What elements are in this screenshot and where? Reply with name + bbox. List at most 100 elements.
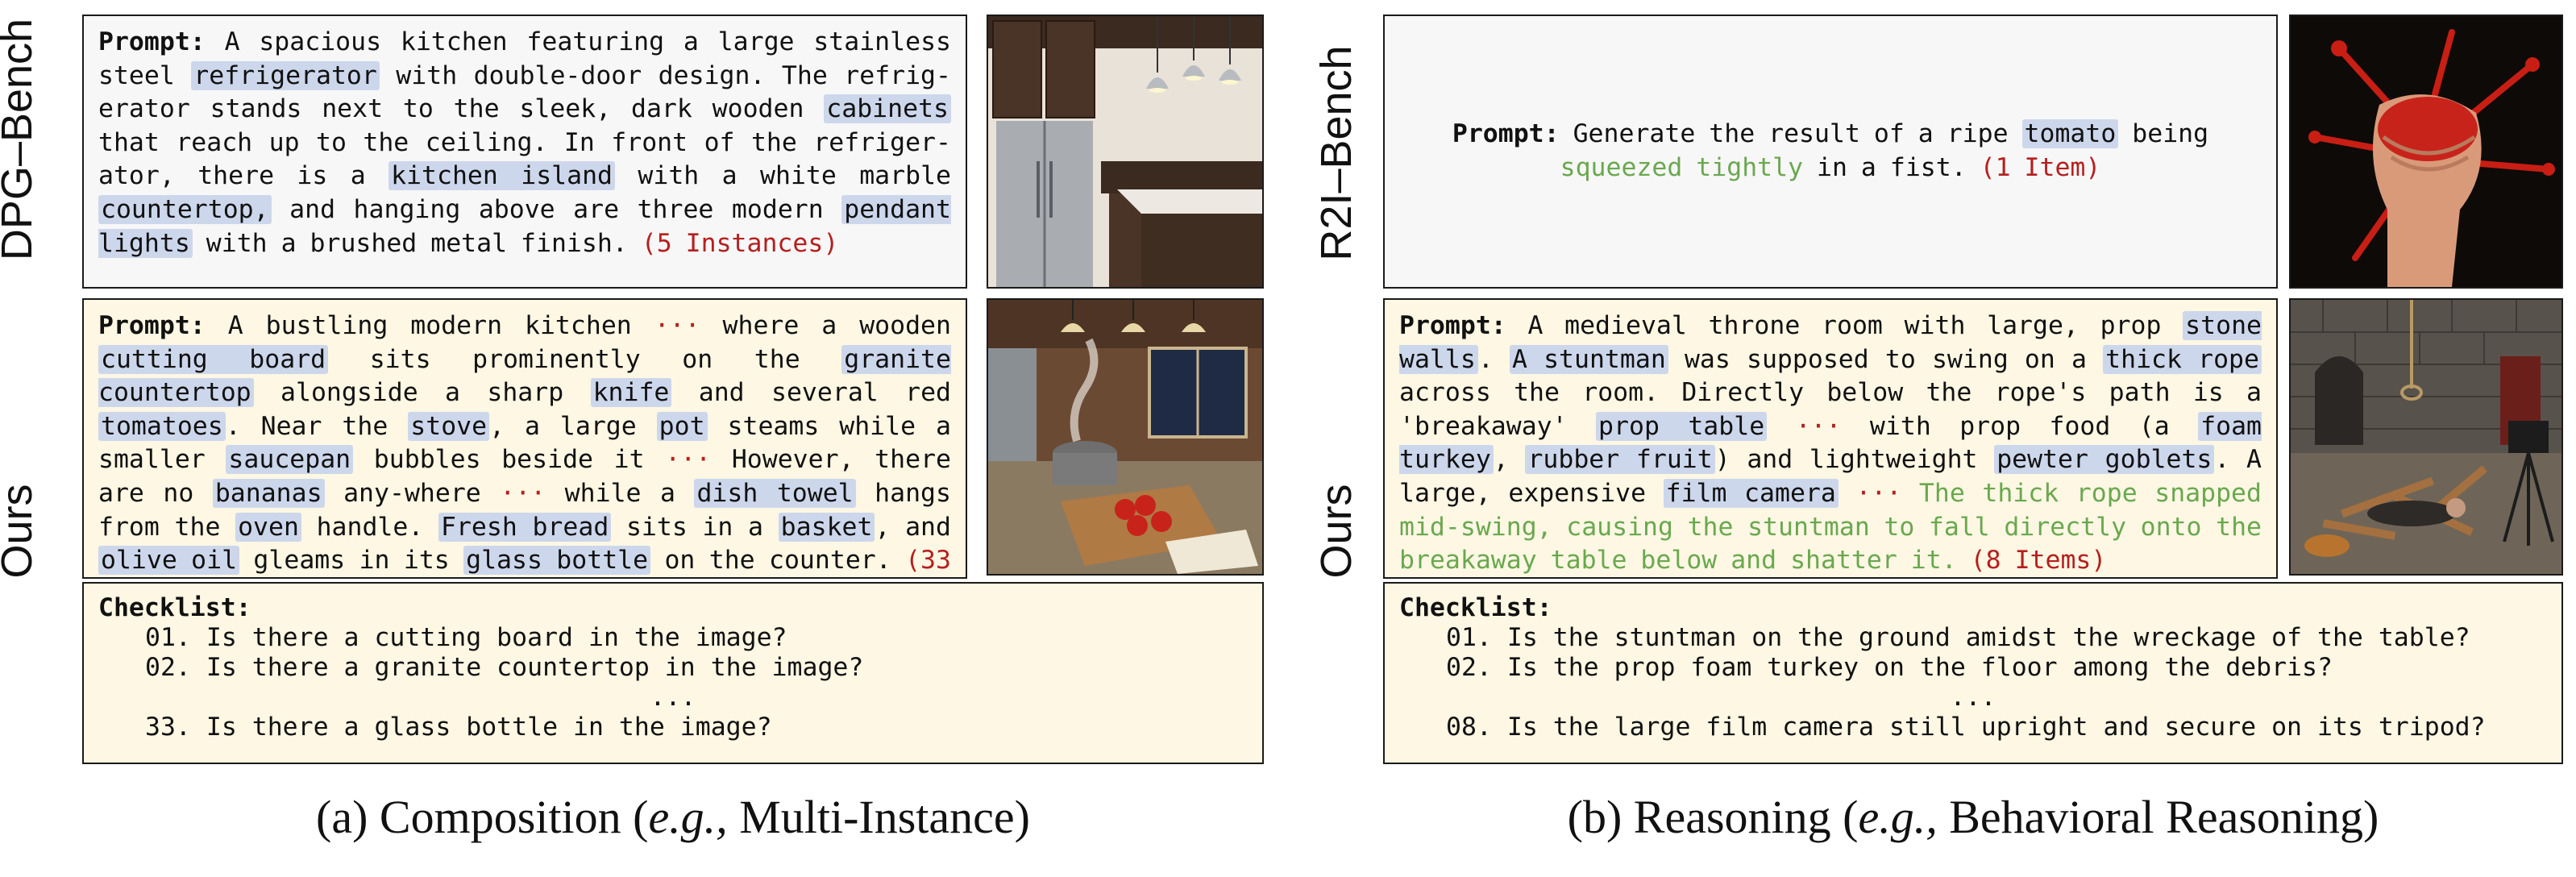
prompt-segment: sits in a (611, 512, 779, 542)
highlighted-entity: oven (235, 512, 301, 542)
annotation-red: (5 Instances) (641, 228, 839, 258)
prompt-label: Prompt: (98, 311, 206, 340)
left-checklist-item: 02. Is there a granite countertop in the… (145, 653, 864, 682)
prompt-segment: across the room. Directly below the rope… (1399, 378, 2262, 441)
prompt-segment: . (1477, 344, 1510, 374)
highlighted-entity: basket (778, 512, 875, 542)
prompt-segment: . A large, expensive (1399, 445, 2262, 508)
ours-right-prompt-box: Prompt: A medieval throne room with larg… (1383, 298, 2278, 579)
highlighted-entity: pewter goblets (1994, 445, 2215, 475)
prompt-segment: A bustling modern kitchen (205, 311, 654, 340)
ours-throne-room-image (2289, 298, 2563, 576)
prompt-segment: ) and lightweight (1714, 445, 1995, 475)
highlighted-entity: cutting board (98, 344, 329, 374)
prompt-segment: , (1493, 445, 1526, 475)
prompt-segment: bubbles beside it (353, 445, 666, 475)
left-checklist-item: 33. Is there a glass bottle in the image… (145, 713, 772, 742)
prompt-label: Prompt: (1452, 119, 1560, 149)
highlighted-entity: bananas (212, 478, 325, 508)
annotation-red: ··· (1855, 478, 1902, 508)
prompt-segment: alongside a sharp (253, 378, 591, 408)
right-checklist-box: Checklist: 01. Is the stuntman on the gr… (1383, 582, 2563, 764)
ours-kitchen-image (987, 298, 1264, 576)
annotation-red: ··· (665, 445, 712, 475)
prompt-segment: A medieval throne room with large, prop (1506, 311, 2183, 340)
highlighted-entity: tomatoes (98, 411, 226, 441)
prompt-segment: gleams in its (239, 546, 464, 576)
prompt-segment: in a fist. (1803, 153, 1980, 182)
highlighted-entity: olive oil (98, 546, 240, 576)
left-checklist: Checklist: 01. Is there a cutting board … (84, 584, 1262, 742)
prompt-segment: was supposed to swing on a (1668, 344, 2104, 374)
dpg-prompt-box: Prompt: A spacious kitchen featuring a l… (82, 15, 967, 289)
prompt-segment (1957, 546, 1971, 575)
highlighted-entity: countertop, (98, 194, 272, 224)
prompt-segment: any-where (324, 478, 501, 508)
annotation-red: (8 Items) (1970, 546, 2107, 576)
r2i-tomato-fist-image (2289, 15, 2563, 289)
prompt-segment: with prop food (a (1841, 411, 2199, 441)
annotation-red: ··· (654, 311, 700, 340)
prompt-segment: that reach up to the ceiling. In front o… (98, 127, 951, 191)
highlighted-entity: film camera (1663, 478, 1839, 508)
row-label-r2i-bench: R2I–Bench (1312, 45, 1361, 261)
highlighted-entity: prop table (1596, 411, 1768, 441)
annotation-green: squeezed tightly (1560, 153, 1804, 182)
highlighted-entity: thick rope (2103, 344, 2262, 374)
left-checklist-ellipsis: ... (650, 683, 696, 712)
highlighted-entity: cabinets (824, 94, 951, 124)
left-checklist-title: Checklist: (98, 593, 251, 622)
prompt-segment (1767, 412, 1795, 441)
dpg-prompt-text: Prompt: A spacious kitchen featuring a l… (84, 16, 966, 260)
highlighted-entity: dish towel (694, 478, 856, 508)
prompt-segment: and hanging above are three modern (271, 194, 842, 224)
highlighted-entity: kitchen island (388, 161, 616, 191)
ours-left-prompt-text: Prompt: A bustling modern kitchen ··· wh… (84, 300, 966, 611)
prompt-segment: sits prominently on the (328, 344, 842, 374)
prompt-segment: and several red (671, 378, 952, 408)
prompt-segment: steams while a smaller (98, 411, 951, 475)
left-checklist-box: Checklist: 01. Is there a cutting board … (82, 582, 1264, 764)
r2i-prompt-box: Prompt: Generate the result of a ripe to… (1383, 15, 2278, 289)
prompt-segment: However, there are no (98, 445, 952, 508)
prompt-segment: where a wooden (700, 311, 951, 340)
highlighted-entity: rubber fruit (1525, 445, 1715, 475)
prompt-label: Prompt: (1399, 311, 1506, 340)
right-checklist-item: 02. Is the prop foam turkey on the floor… (1446, 653, 2333, 682)
right-caption: (b) Reasoning (e.g., Behavioral Reasonin… (1567, 791, 2379, 843)
prompt-segment: , a large (489, 411, 657, 441)
row-label-ours-right: Ours (1312, 484, 1361, 579)
dpg-kitchen-image (987, 15, 1264, 289)
prompt-segment: on the counter. (650, 546, 906, 576)
ours-left-prompt-box: Prompt: A bustling modern kitchen ··· wh… (82, 298, 967, 609)
right-checklist: Checklist: 01. Is the stuntman on the gr… (1385, 584, 2561, 742)
prompt-segment: A spacious kitchen featuring a large sta… (98, 27, 951, 90)
highlighted-entity: stove (408, 411, 490, 441)
highlighted-entity: pot (656, 411, 708, 441)
r2i-prompt-text: Prompt: Generate the result of a ripe to… (1385, 118, 2276, 185)
prompt-segment: with a white marble (615, 161, 952, 191)
prompt-segment: . Near the (225, 411, 409, 441)
prompt-segment: , and (875, 512, 951, 542)
right-checklist-item: 01. Is the stuntman on the ground amidst… (1446, 623, 2470, 652)
prompt-segment: with a brushed metal finish. (192, 228, 642, 258)
annotation-green: The thick rope snapped mid-swing, causin… (1399, 478, 2262, 576)
right-checklist-ellipsis: ... (1950, 683, 1996, 712)
highlighted-entity: Fresh bread (438, 512, 612, 542)
prompt-segment: while a (546, 478, 695, 508)
annotation-red: (1 Item) (1980, 153, 2101, 182)
annotation-red: ··· (1795, 411, 1842, 441)
left-caption: (a) Composition (e.g., Multi-Instance) (316, 791, 1030, 843)
right-checklist-item: 08. Is the large film camera still uprig… (1446, 713, 2486, 742)
highlighted-entity: glass bottle (463, 546, 651, 576)
highlighted-entity: tomato (2021, 119, 2119, 149)
prompt-segment: being (2118, 119, 2209, 149)
prompt-label: Prompt: (98, 27, 206, 56)
highlighted-entity: knife (590, 378, 672, 408)
annotation-red: ··· (500, 478, 546, 508)
left-checklist-item: 01. Is there a cutting board in the imag… (145, 623, 787, 652)
highlighted-entity: saucepan (226, 445, 354, 475)
highlighted-entity: refrigerator (191, 60, 380, 90)
row-label-ours-left: Ours (0, 484, 41, 579)
prompt-segment: handle. (301, 512, 438, 542)
